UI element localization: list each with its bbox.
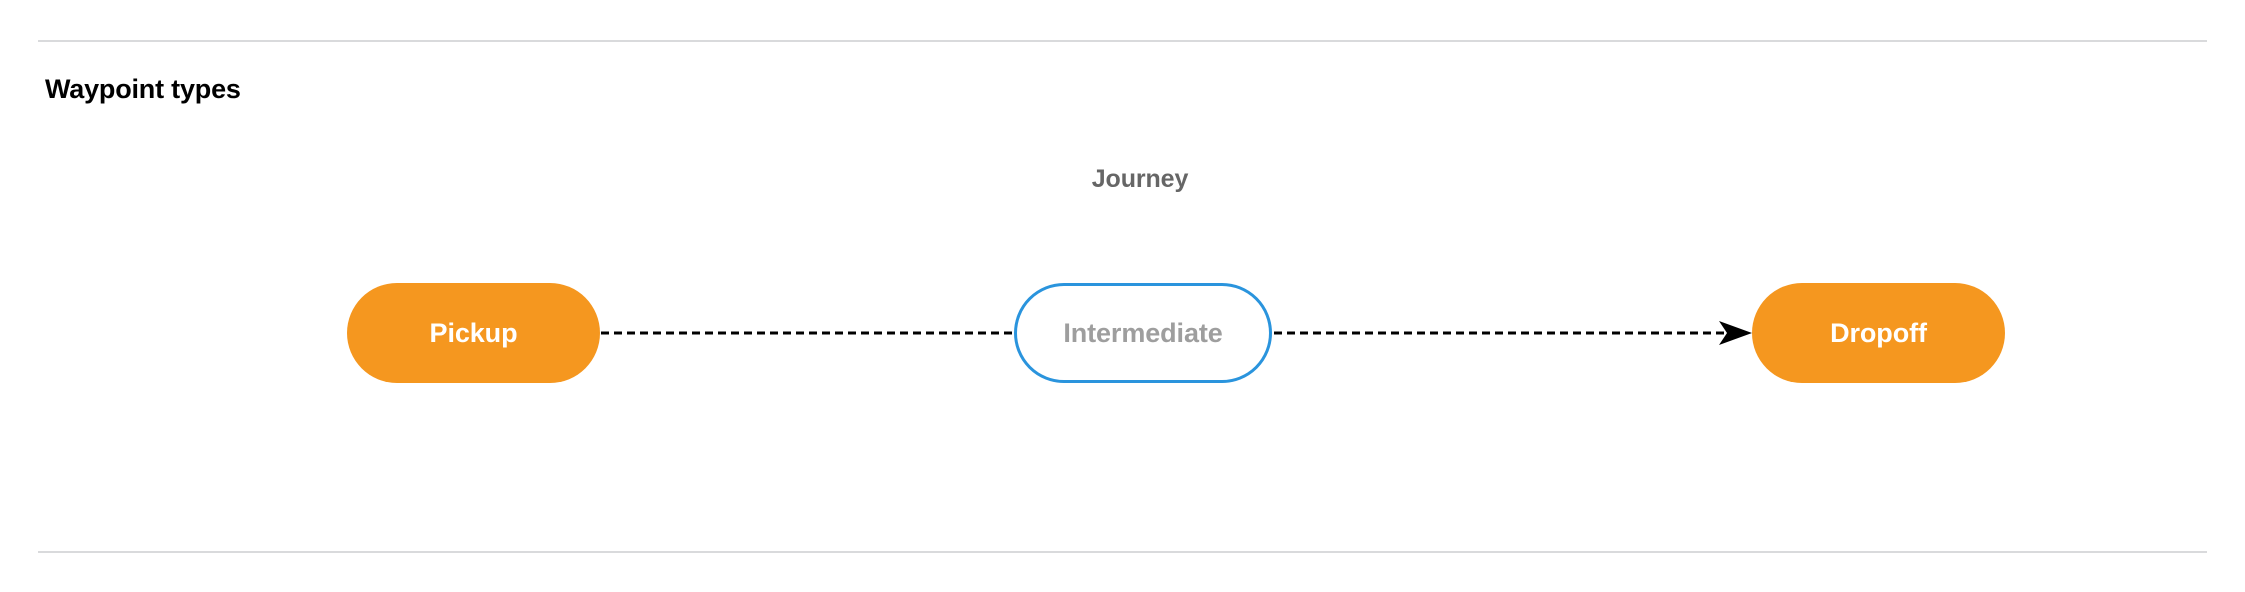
- section-divider-top: [38, 40, 2207, 42]
- node-pickup[interactable]: Pickup: [347, 283, 600, 383]
- node-dropoff-label: Dropoff: [1830, 317, 1927, 348]
- cluster-label-journey: Journey: [1091, 165, 1189, 193]
- page-title: Waypoint types: [45, 74, 241, 105]
- arrowhead-icon: [1719, 321, 1752, 345]
- section-divider-bottom: [38, 551, 2207, 553]
- node-intermediate[interactable]: Intermediate: [1014, 283, 1272, 383]
- node-intermediate-label: Intermediate: [1063, 317, 1223, 348]
- node-pickup-label: Pickup: [429, 317, 518, 348]
- node-dropoff[interactable]: Dropoff: [1752, 283, 2005, 383]
